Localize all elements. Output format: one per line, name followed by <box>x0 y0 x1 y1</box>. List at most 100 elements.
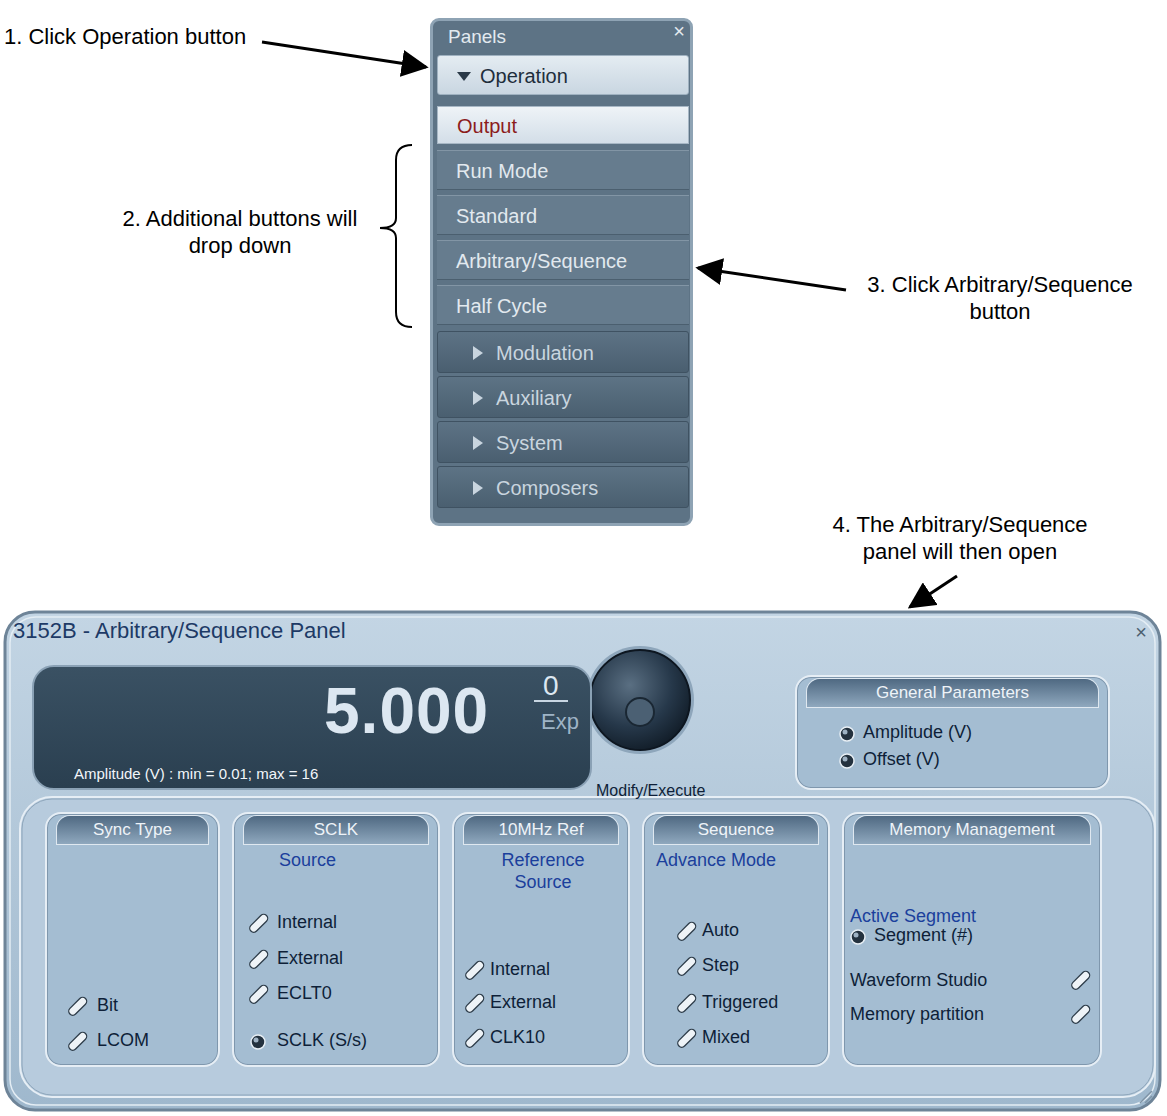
item-label: CLK10 <box>490 1027 545 1049</box>
group-box: Memory ManagementActive SegmentSegment (… <box>842 812 1102 1067</box>
group-heading: General Parameters <box>807 679 1098 707</box>
item-label: Step <box>702 955 739 977</box>
item-label: Amplitude (V) : min = 0.01; max = 16 <box>74 765 318 783</box>
knob-ring <box>586 646 694 754</box>
lower-container <box>20 797 1155 1097</box>
down-icon <box>452 64 476 88</box>
window-title: 3152B - Arbitrary/Sequence Panel <box>13 618 346 644</box>
item-label: Half Cycle <box>456 294 547 318</box>
display-value: 5.000 <box>324 673 489 750</box>
pin-icon-body <box>1070 970 1091 991</box>
item-label: Standard <box>456 204 537 228</box>
pin-icon <box>674 920 698 944</box>
radio-dot <box>851 930 865 944</box>
radio-dot <box>251 1035 265 1049</box>
callout-arrow <box>698 268 846 290</box>
right-icon <box>466 476 490 500</box>
group-box: SCLK SourceInternalExternalECLT0SCLK (S/s… <box>232 812 440 1067</box>
triangle <box>473 391 483 405</box>
item-label: Offset (V) <box>863 749 940 771</box>
resize-grip <box>1140 1091 1152 1103</box>
pin-icon <box>246 983 270 1007</box>
instrument-panel: 5.0000ExpAmplitude (V) : min = 0.01; max… <box>5 612 1160 1110</box>
item-label: ECLT0 <box>277 983 332 1005</box>
item-label: Composers <box>496 476 598 500</box>
radio-shine <box>843 730 848 735</box>
pin-icon <box>674 1027 698 1051</box>
pin-icon-body <box>464 1028 485 1049</box>
pin-icon <box>65 995 89 1019</box>
menu-button: Modulation <box>437 331 689 373</box>
triangle <box>473 346 483 360</box>
item-label: Arbitrary/Sequence <box>456 249 627 273</box>
menu-button: Arbitrary/Sequence <box>437 240 689 280</box>
item-label: External <box>490 992 556 1014</box>
group-box: General ParametersAmplitude (V)Offset (V… <box>795 675 1110 790</box>
group-subheading: Reference Source <box>488 850 598 893</box>
close-button: × <box>1132 620 1150 644</box>
item-label: Bit <box>97 995 118 1017</box>
menu-button: Auxiliary <box>437 376 689 418</box>
triangle <box>457 72 471 81</box>
pin-icon-body <box>676 1028 697 1049</box>
triangle <box>473 436 483 450</box>
radio-dot <box>840 727 854 741</box>
item-label: External <box>277 948 343 970</box>
radio-icon <box>246 1030 270 1054</box>
group-heading: Sync Type <box>57 816 208 844</box>
pin-icon <box>462 959 486 983</box>
radio-shine <box>254 1038 259 1043</box>
pin-icon <box>462 1027 486 1051</box>
group-box: Sync TypeBitLCOM <box>45 812 220 1067</box>
item-label: Run Mode <box>456 159 548 183</box>
radio-shine <box>843 757 848 762</box>
knob-label: Modify/Execute <box>596 781 736 801</box>
right-icon <box>466 341 490 365</box>
panel-rim <box>10 617 1155 1105</box>
menu-button: Operation <box>437 55 689 95</box>
item-label: LCOM <box>97 1030 149 1052</box>
item-label: SCLK (S/s) <box>277 1030 367 1052</box>
pin-icon <box>674 955 698 979</box>
pin-icon <box>246 948 270 972</box>
callout-arrow <box>910 576 957 607</box>
pin-icon-body <box>248 949 269 970</box>
window-title: Panels <box>448 26 506 49</box>
item-label: Internal <box>277 912 337 934</box>
item-label: Exp <box>541 709 579 735</box>
group-box: SequenceAdvance ModeAutoStepTriggeredMix… <box>642 812 830 1067</box>
menu-button: Standard <box>437 195 689 235</box>
callout-text: 4. The Arbitrary/Sequence panel will the… <box>810 512 1110 566</box>
group-subheading: Source <box>279 850 336 872</box>
callout-text: 3. Click Arbitrary/Sequence button <box>845 272 1155 326</box>
pin-icon-body <box>248 913 269 934</box>
pin-icon-body <box>67 996 88 1017</box>
pin-icon-body <box>248 984 269 1005</box>
bracket <box>380 145 412 327</box>
item-label: Modulation <box>496 341 594 365</box>
radio-icon <box>846 925 870 949</box>
item-label: Internal <box>490 959 550 981</box>
radio-dot <box>840 754 854 768</box>
callout-text: 2. Additional buttons will drop down <box>120 206 360 260</box>
group-heading: SCLK <box>244 816 428 844</box>
knob-center <box>626 698 654 726</box>
resize-grip <box>1140 1092 1152 1104</box>
group-subheading: Active Segment <box>850 906 976 928</box>
right-icon <box>466 431 490 455</box>
pin-icon <box>1068 969 1092 993</box>
group-heading: Memory Management <box>854 816 1090 844</box>
item-label: Memory partition <box>850 1004 984 1026</box>
callout-text: 1. Click Operation button <box>4 24 264 51</box>
item-label: Output <box>457 114 517 138</box>
radio-icon <box>835 722 859 746</box>
group-subheading: Advance Mode <box>656 850 776 872</box>
item-label: Auxiliary <box>496 386 572 410</box>
menu-button: Composers <box>437 466 689 508</box>
menu-button: Half Cycle <box>437 285 689 325</box>
pin-icon-body <box>67 1031 88 1052</box>
panels-window: OperationOutputRun ModeStandardArbitrary… <box>430 18 693 526</box>
knob <box>590 650 690 750</box>
pin-icon-body <box>464 960 485 981</box>
